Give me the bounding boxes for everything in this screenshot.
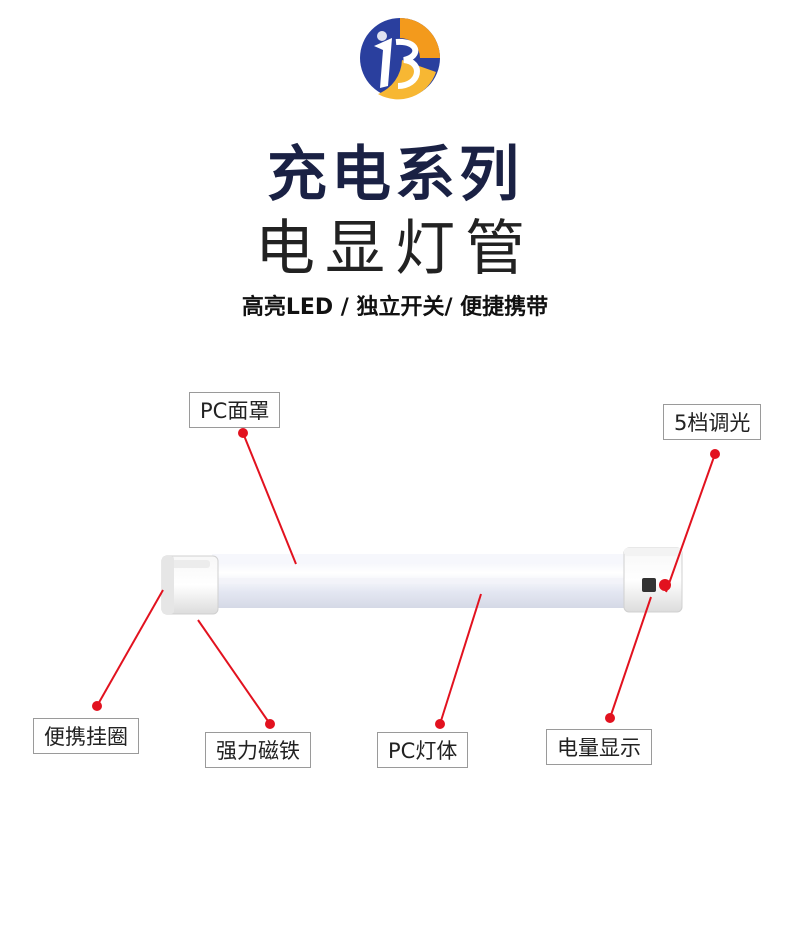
led-tube-image: [161, 547, 683, 615]
callout-battery-display: 电量显示: [546, 729, 652, 765]
callout-magnet: 强力磁铁: [205, 732, 311, 768]
callout-dimming: 5档调光: [663, 404, 762, 440]
brand-logo-icon: [360, 18, 440, 100]
feature-line: 高亮LED / 独立开关/ 便捷携带: [241, 295, 549, 320]
page-subtitle: 电显灯管: [255, 214, 535, 284]
callout-hanging-ring: 便携挂圈: [33, 718, 139, 754]
callout-pc-cover: PC面罩: [189, 392, 281, 428]
callout-pc-body: PC灯体: [377, 732, 469, 768]
page-title: 充电系列: [267, 140, 523, 210]
